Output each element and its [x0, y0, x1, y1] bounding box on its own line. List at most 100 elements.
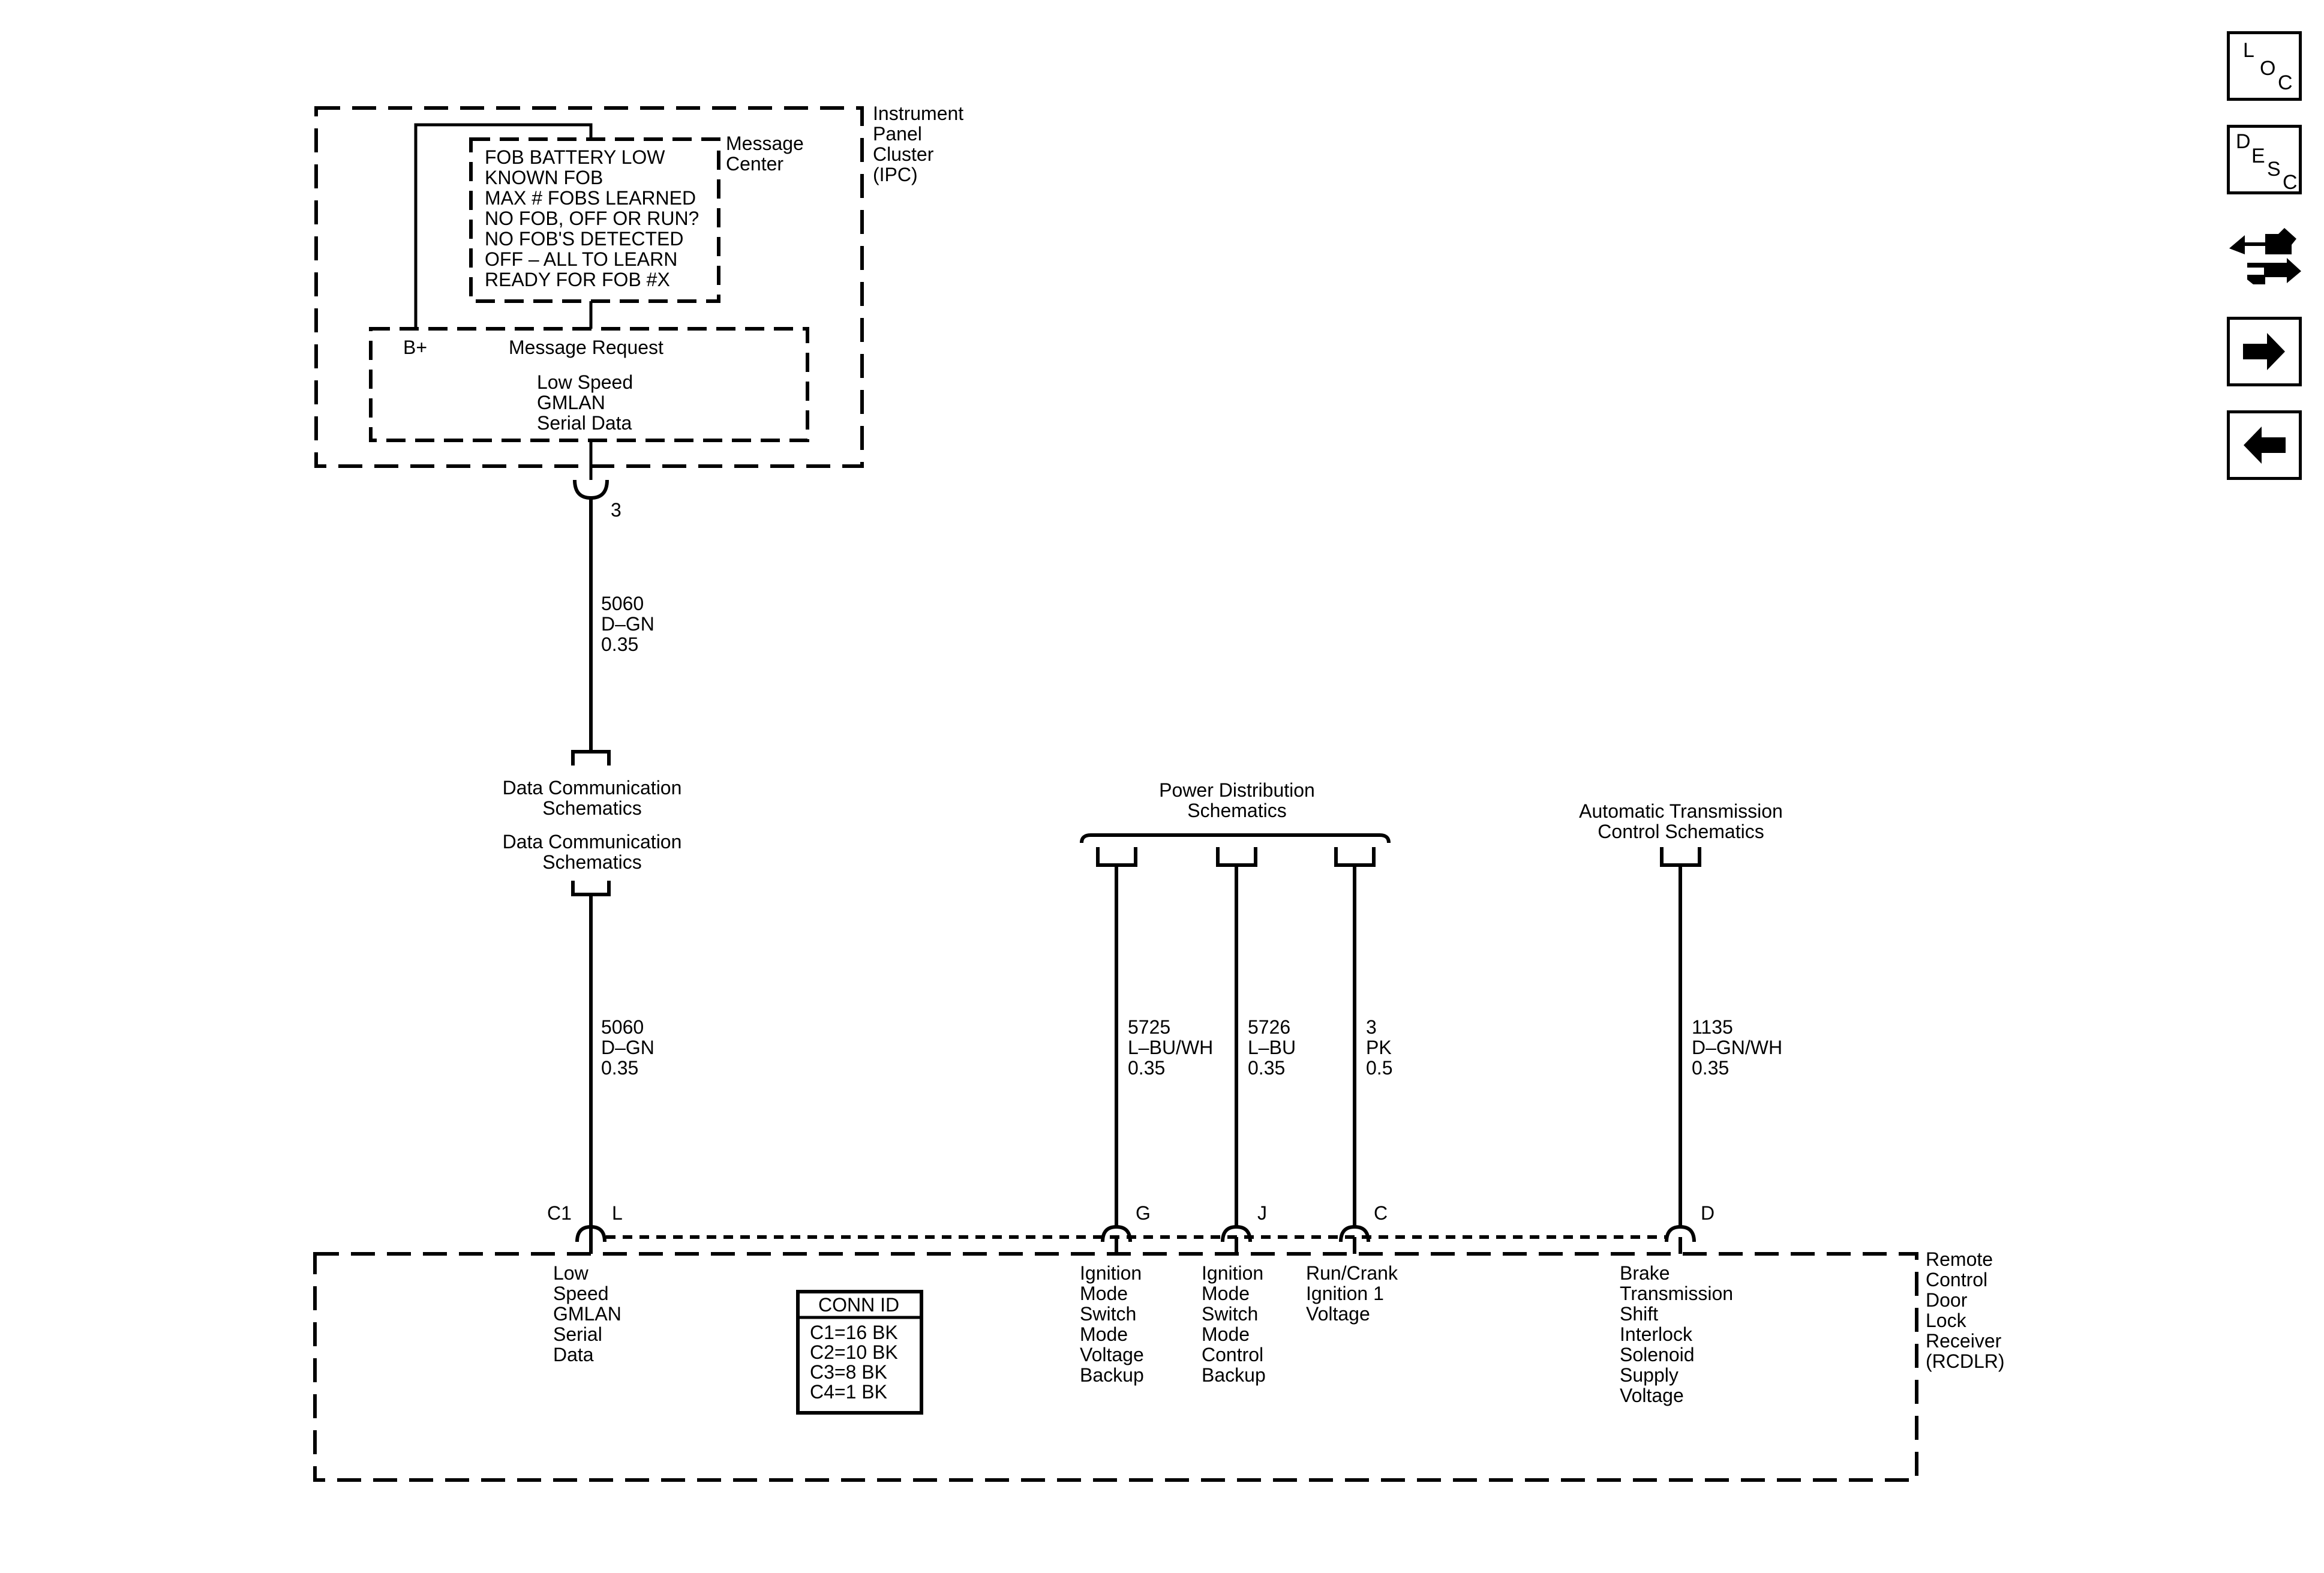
- diagram-text: Control: [1926, 1269, 1987, 1290]
- wire-label-5725: 5725 L–BU/WH 0.35: [1128, 1016, 1213, 1079]
- description-button[interactable]: D E S C: [2227, 125, 2302, 194]
- diagram-text: Serial Data: [537, 412, 632, 434]
- ref-connector-data-comm-bottom: [571, 881, 611, 896]
- diagram-text: Remote: [1926, 1248, 1993, 1270]
- diagram-text: Power Distribution: [1159, 779, 1315, 801]
- pin-function-g: Ignition Mode Switch Mode Voltage Backup: [1080, 1262, 1144, 1386]
- ref-label-power-dist: Power Distribution Schematics: [1159, 779, 1315, 821]
- pin-function-d: Brake Transmission Shift Interlock Solen…: [1620, 1262, 1733, 1406]
- diagram-text: Speed: [553, 1283, 609, 1304]
- next-page-button[interactable]: [2227, 317, 2302, 386]
- diagram-text: 1135: [1692, 1016, 1733, 1038]
- message-item: MAX # FOBS LEARNED: [485, 187, 696, 209]
- desc-letter-e: E: [2251, 145, 2265, 167]
- diagram-shape: [796, 1290, 923, 1415]
- ipc-outline: [314, 106, 864, 468]
- diagram-text: Low: [553, 1262, 589, 1284]
- diagram-shape: [1216, 847, 1257, 867]
- diagram-text: Low Speed: [537, 371, 633, 393]
- ref-label-auto-trans: Automatic Transmission Control Schematic…: [1579, 800, 1783, 842]
- diagram-text: Solenoid: [1620, 1344, 1695, 1365]
- conn-id-title: CONN ID: [818, 1294, 899, 1316]
- diagram-text: Ignition: [1080, 1262, 1142, 1284]
- diagram-text: (RCDLR): [1926, 1350, 2005, 1372]
- diagram-text: Mode: [1202, 1283, 1250, 1304]
- diagram-text: Cluster: [873, 143, 934, 165]
- diagram-text: Mode: [1080, 1283, 1128, 1304]
- diagram-text: GMLAN: [537, 392, 605, 413]
- ref-connector-data-comm-top: [571, 750, 611, 766]
- message-item: NO FOB, OFF OR RUN?: [485, 208, 699, 229]
- location-button[interactable]: L O C: [2227, 31, 2302, 101]
- diagram-text: Ignition 1: [1306, 1283, 1384, 1304]
- desc-letter-d: D: [2236, 130, 2251, 153]
- diagram-text: 5725: [1128, 1016, 1170, 1038]
- diagram-text: 5060: [601, 1016, 644, 1038]
- diagram-text: 0.35: [1248, 1057, 1285, 1079]
- conn-id-row: C1=16 BK: [810, 1322, 898, 1343]
- diagram-text: Data Communication: [503, 777, 682, 798]
- diagram-text: Panel: [873, 123, 922, 145]
- diagram-text: Receiver: [1926, 1330, 2002, 1352]
- diagram-shape: [1101, 1224, 1132, 1242]
- wire-label-3-pk: 3 PK 0.5: [1366, 1016, 1392, 1079]
- diagram-shape: [1334, 847, 1376, 867]
- message-request-outline: [369, 327, 809, 442]
- diagram-text: Serial: [553, 1323, 602, 1345]
- diagram-text: Control Schematics: [1598, 821, 1764, 842]
- diagram-text: 0.35: [1692, 1057, 1729, 1079]
- diagram-shape: [1221, 1224, 1252, 1242]
- gmlan-label: Low Speed GMLAN Serial Data: [537, 371, 633, 434]
- power-dist-bracket: [1080, 833, 1391, 843]
- b-plus-wire: [414, 123, 593, 329]
- loc-letter-o: O: [2260, 57, 2276, 80]
- diagram-text: Control: [1202, 1344, 1263, 1365]
- pin-label-g: G: [1136, 1202, 1151, 1224]
- diagram-shape: [575, 1224, 606, 1242]
- diagram-text: Transmission: [1620, 1283, 1733, 1304]
- pin-label-l: L: [612, 1202, 623, 1224]
- connector-id-label: C1: [547, 1202, 572, 1224]
- diagram-text: D–GN/WH: [1692, 1037, 1782, 1058]
- arrow-right-icon: [2243, 333, 2285, 370]
- diagram-text: D–GN: [601, 613, 654, 635]
- previous-page-button[interactable]: [2227, 410, 2302, 480]
- diagram-text: 0.35: [601, 1057, 638, 1079]
- diagram-text: Center: [726, 153, 783, 175]
- diagram-text: Schematics: [542, 851, 641, 873]
- diagram-text: Backup: [1080, 1364, 1144, 1386]
- diagram-text: Schematics: [1187, 800, 1286, 821]
- conn-id-row: C2=10 BK: [810, 1341, 898, 1363]
- conn-id-row: C3=8 BK: [810, 1361, 887, 1383]
- diagram-text: Interlock: [1620, 1323, 1693, 1345]
- diagram-text: 5726: [1248, 1016, 1290, 1038]
- diagram-text: 0.35: [601, 634, 638, 655]
- wire-label-5060-lower: 5060 D–GN 0.35: [601, 1016, 654, 1079]
- conn-id-row: C4=1 BK: [810, 1381, 887, 1403]
- diagram-text: Data: [553, 1344, 594, 1365]
- desc-letter-c: C: [2283, 171, 2298, 194]
- connector-end-view-button[interactable]: [2227, 217, 2305, 295]
- diagram-text: Voltage: [1620, 1385, 1684, 1406]
- diagram-text: L–BU/WH: [1128, 1037, 1213, 1058]
- diagram-text: Mode: [1080, 1323, 1128, 1345]
- b-plus-label: B+: [403, 337, 427, 358]
- diagram-text: Instrument: [873, 103, 963, 124]
- conn-id-table: CONN ID C1=16 BK C2=10 BK C3=8 BK C4=1 B…: [796, 1290, 923, 1415]
- message-center-label: Message Center: [726, 133, 804, 175]
- pin-label-d: D: [1701, 1202, 1715, 1224]
- diagram-text: Brake: [1620, 1262, 1670, 1284]
- diagram-text: Switch: [1080, 1303, 1136, 1325]
- message-item: NO FOB'S DETECTED: [485, 228, 683, 250]
- wire-label-1135: 1135 D–GN/WH 0.35: [1692, 1016, 1782, 1079]
- message-item: KNOWN FOB: [485, 167, 603, 188]
- message-request-label: Message Request: [509, 337, 663, 358]
- message-item: READY FOR FOB #X: [485, 269, 670, 290]
- diagram-text: (IPC): [873, 164, 918, 185]
- rcdlr-outline: [313, 1252, 1918, 1482]
- diagram-shape: [1339, 1224, 1370, 1242]
- diagram-shape: [313, 106, 1918, 1482]
- diagram-text: D–GN: [601, 1037, 654, 1058]
- desc-letter-s: S: [2267, 158, 2281, 181]
